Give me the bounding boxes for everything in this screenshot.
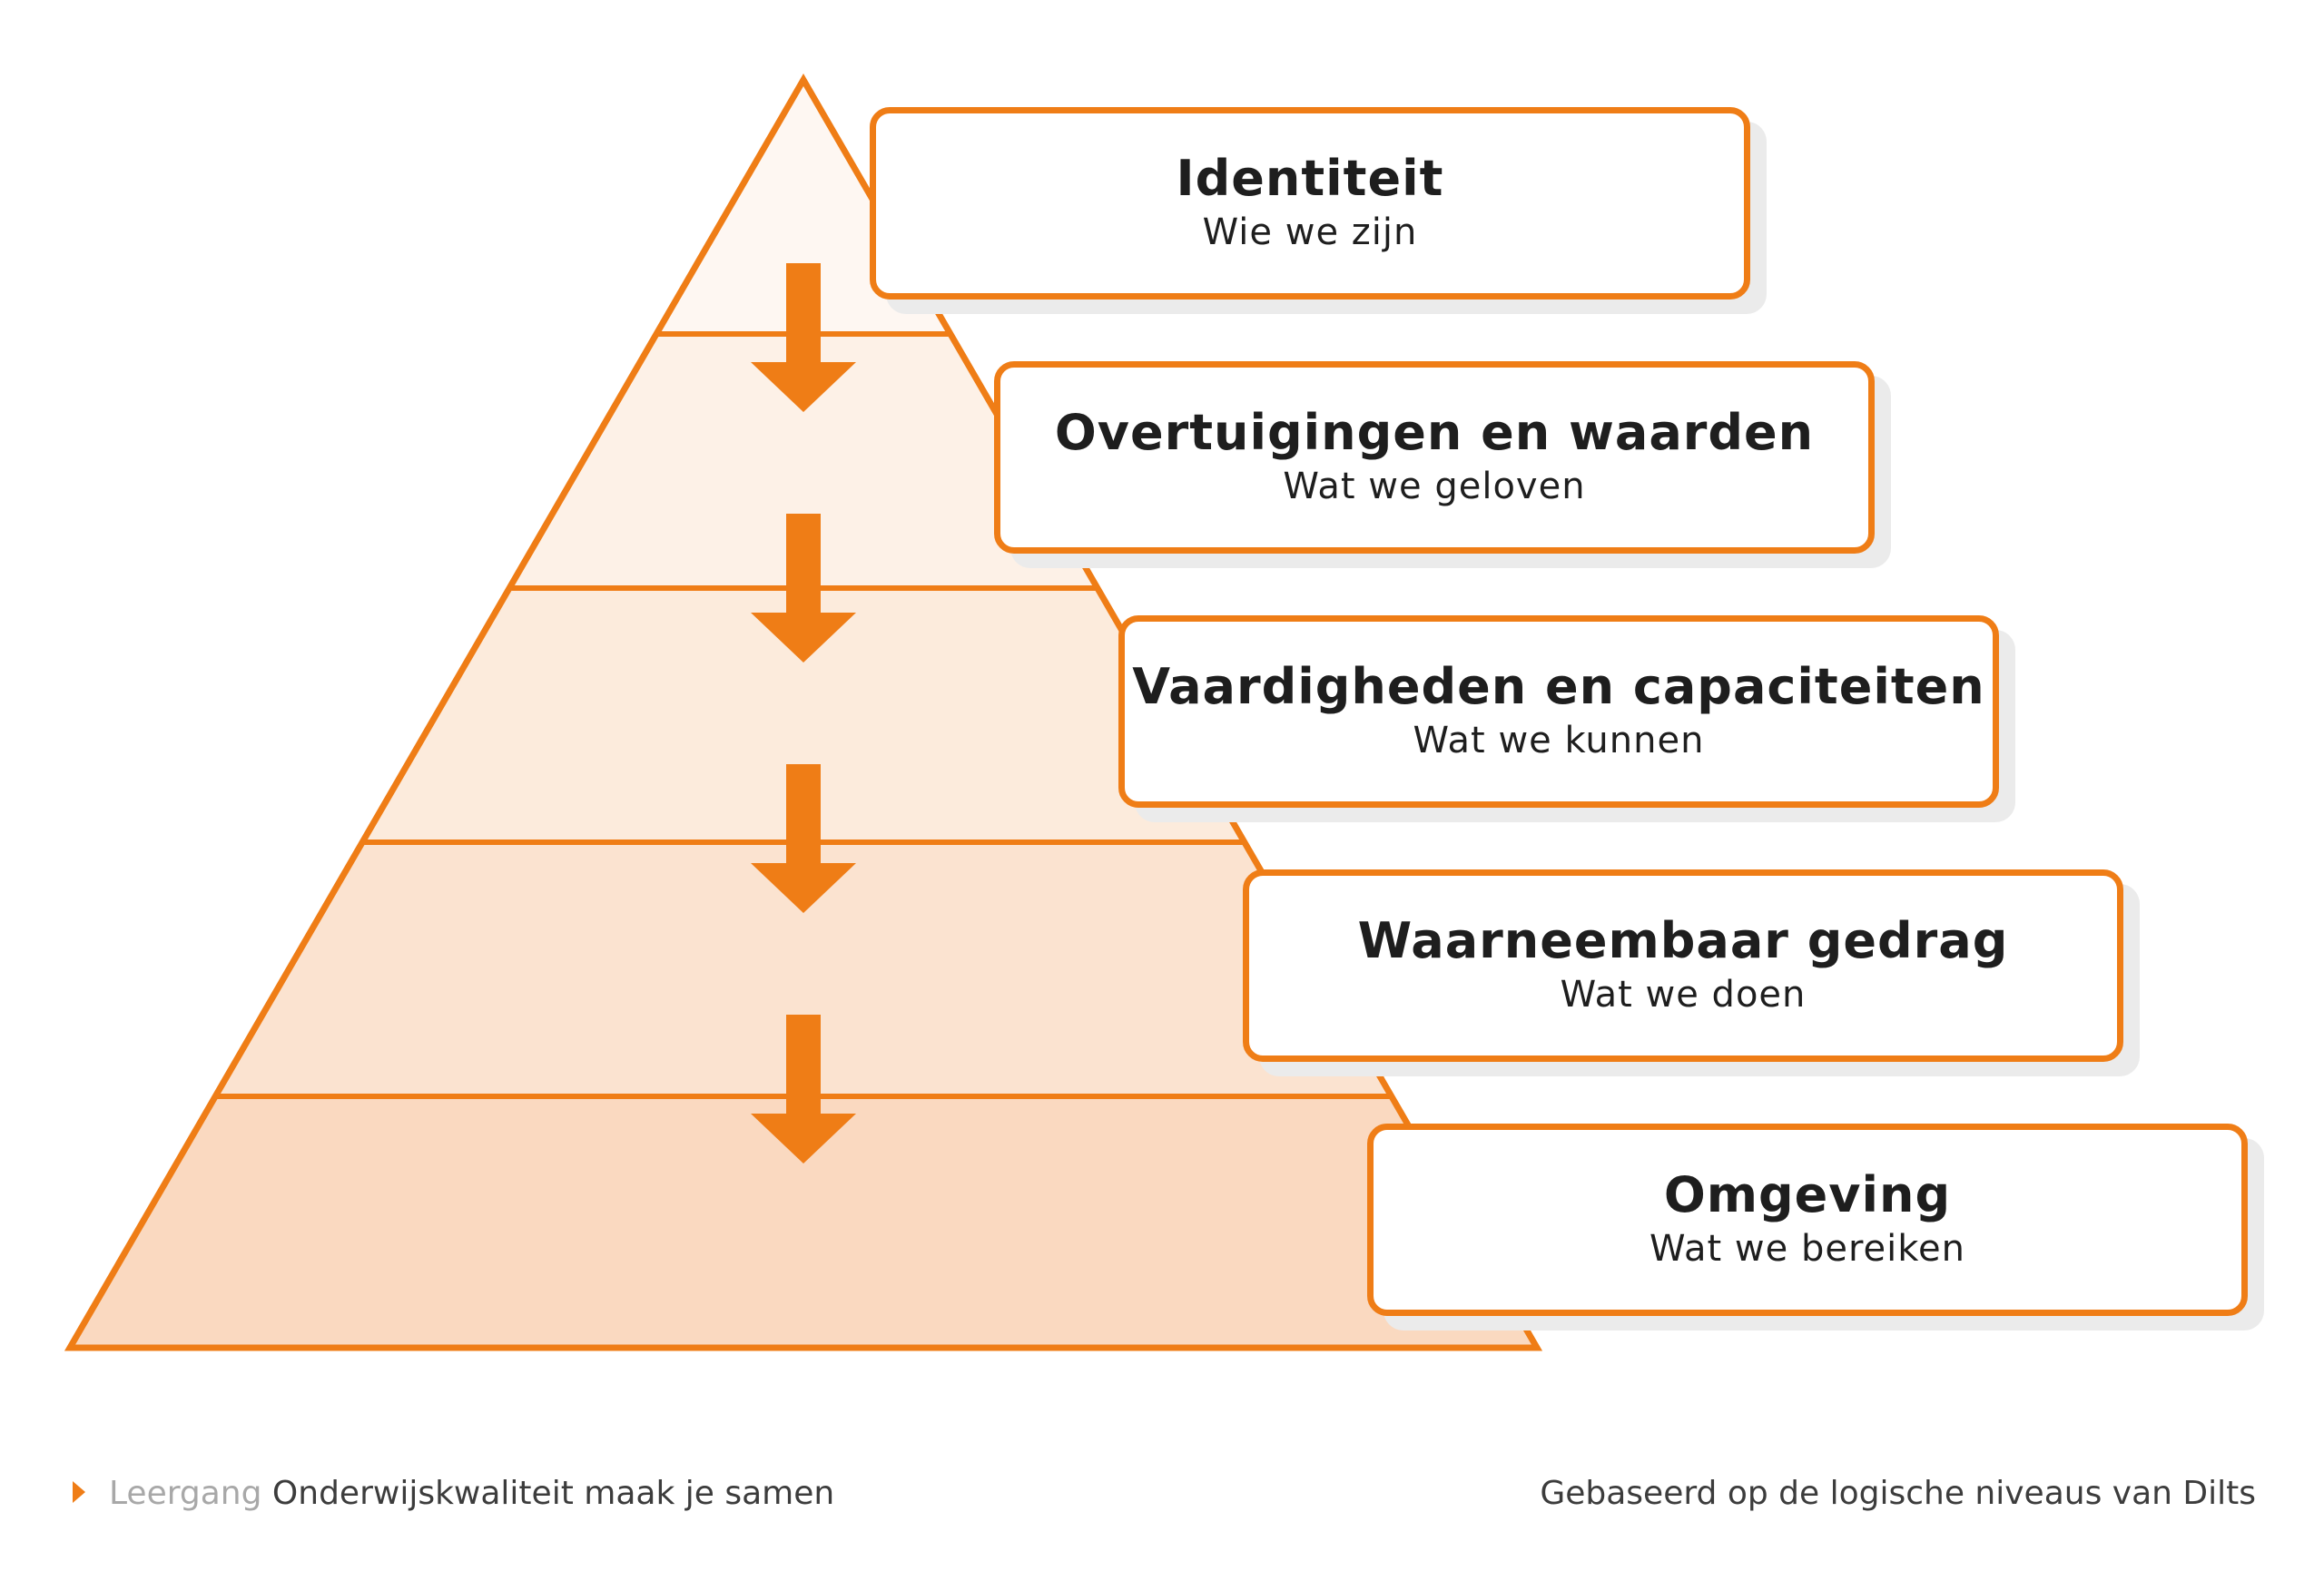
level-subtitle: Wat we bereiken — [1649, 1228, 1965, 1270]
level-title: Vaardigheden en capaciteiten — [1132, 658, 1985, 715]
triangle-right-icon — [73, 1481, 85, 1503]
level-box-capabilities: Vaardigheden en capaciteiten Wat we kunn… — [1118, 615, 1999, 808]
level-title: Omgeving — [1663, 1166, 1952, 1223]
tier-beliefs — [509, 334, 1098, 588]
tier-capabilities — [362, 588, 1245, 842]
level-subtitle: Wat we kunnen — [1413, 720, 1705, 761]
level-title: Waarneembaar gedrag — [1357, 912, 2009, 969]
arrow-down-icon — [751, 764, 856, 913]
level-box-identity: Identiteit Wie we zijn — [870, 107, 1750, 299]
level-subtitle: Wie we zijn — [1202, 211, 1418, 253]
tier-environment — [70, 1096, 1537, 1348]
footer-course-title: Leergang Onderwijskwaliteit maak je same… — [73, 1473, 834, 1515]
level-box-behavior: Waarneembaar gedrag Wat we doen — [1243, 869, 2123, 1062]
arrow-down-icon — [751, 1015, 856, 1164]
level-box-environment: Omgeving Wat we bereiken — [1367, 1124, 2248, 1316]
arrow-down-icon — [751, 263, 856, 412]
footer-prefix: Leergang — [109, 1475, 262, 1512]
tier-behavior — [215, 842, 1392, 1096]
level-title: Identiteit — [1176, 150, 1444, 207]
footer-source-note: Gebaseerd op de logische niveaus van Dil… — [1540, 1475, 2256, 1512]
level-box-beliefs: Overtuigingen en waarden Wat we geloven — [994, 361, 1875, 554]
arrow-down-icon — [751, 514, 856, 663]
footer-title: Onderwijskwaliteit maak je samen — [271, 1475, 835, 1512]
level-subtitle: Wat we doen — [1560, 974, 1807, 1016]
level-title: Overtuigingen en waarden — [1054, 404, 1815, 461]
level-subtitle: Wat we geloven — [1283, 466, 1586, 507]
